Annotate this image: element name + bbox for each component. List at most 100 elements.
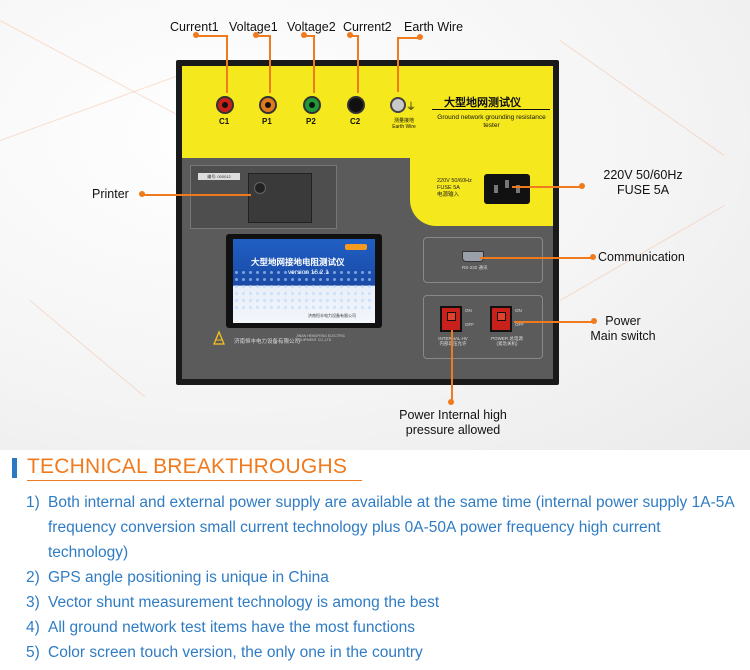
company-name-en: JINAN HENGFENG ELECTRIC EQUIPMENT CO.,LT… bbox=[296, 334, 346, 342]
power-label-en: POWER 总电源 bbox=[491, 336, 523, 341]
leader-power-switch bbox=[514, 321, 594, 323]
earth-label-en: Earth Wire bbox=[392, 124, 416, 130]
communication-panel bbox=[423, 237, 543, 283]
serial-tag: 编号: 000012 bbox=[198, 173, 240, 180]
earth-terminal-label: 测量接地 Earth Wire bbox=[384, 118, 424, 130]
earth-terminal[interactable] bbox=[390, 97, 406, 113]
internal-hv-label: INTERNAL HV 内部高压允许 bbox=[428, 336, 478, 346]
ground-icon: ⏚ bbox=[406, 102, 416, 113]
leader-voltage2 bbox=[304, 35, 314, 37]
leader-earth-wire bbox=[397, 37, 399, 92]
earth-label-cn: 测量接地 bbox=[393, 118, 414, 124]
leader-dot-current1 bbox=[193, 32, 199, 38]
jack-c2[interactable] bbox=[347, 96, 365, 114]
internal-hv-off: OFF bbox=[465, 322, 474, 327]
leader-dot-earth-wire bbox=[417, 34, 423, 40]
decor-line bbox=[559, 40, 725, 156]
leader-dot-printer bbox=[139, 191, 145, 197]
leader-dot-communication bbox=[590, 254, 596, 260]
internal-hv-switch[interactable] bbox=[440, 306, 462, 332]
list-item: 1) Both internal and external power supp… bbox=[26, 490, 736, 565]
power-socket[interactable] bbox=[484, 174, 530, 204]
fuse-text-fuse: FUSE 5A bbox=[437, 185, 460, 191]
leader-current1 bbox=[226, 35, 228, 93]
list-item-number: 5) bbox=[26, 644, 40, 661]
title-divider bbox=[432, 109, 550, 110]
jack-p2[interactable] bbox=[303, 96, 321, 114]
device-title-cn: 大型地网测试仪 bbox=[444, 97, 521, 109]
leader-dot-voltage1 bbox=[253, 32, 259, 38]
callout-earth-wire: Earth Wire bbox=[404, 20, 464, 34]
power-off: OFF bbox=[515, 322, 524, 327]
callout-internal-hv-line1: Power Internal high bbox=[399, 408, 507, 422]
internal-hv-label-en: INTERNAL HV bbox=[438, 336, 468, 341]
list-item: 4) All ground network test items have th… bbox=[26, 615, 736, 640]
leader-current2 bbox=[350, 35, 358, 37]
list-item: 3) Vector shunt measurement technology i… bbox=[26, 590, 736, 615]
callout-communication: Communication bbox=[598, 250, 685, 264]
company-logo-icon bbox=[213, 330, 225, 345]
leader-current2 bbox=[357, 35, 359, 93]
screen-title: 大型地网接地电阻测试仪 bbox=[251, 257, 345, 267]
decor-line bbox=[29, 300, 146, 398]
jack-c1[interactable] bbox=[216, 96, 234, 114]
socket-pin bbox=[516, 185, 520, 193]
leader-voltage1 bbox=[256, 35, 270, 37]
leader-dot-power-switch bbox=[591, 318, 597, 324]
callout-voltage1: Voltage1 bbox=[229, 20, 278, 34]
callout-power-switch-sub: Main switch bbox=[590, 329, 656, 343]
heading-accent-bar bbox=[12, 458, 17, 478]
jack-p1[interactable] bbox=[259, 96, 277, 114]
leader-power-input bbox=[512, 186, 582, 188]
leader-internal-hv bbox=[451, 330, 453, 402]
leader-dot-voltage2 bbox=[301, 32, 307, 38]
leader-dot-current2 bbox=[347, 32, 353, 38]
company-name-cn: 济南恒丰电力设备有限公司 bbox=[234, 339, 301, 345]
jack-c2-label: C2 bbox=[350, 117, 361, 126]
front-panel: C1 P1 P2 C2 ⏚ 测量接地 Earth Wire 大型地网测试仪 Gr… bbox=[182, 66, 553, 379]
list-item-number: 2) bbox=[26, 569, 40, 586]
list-item-text: Color screen touch version, the only one… bbox=[48, 644, 423, 661]
power-main-switch[interactable] bbox=[490, 306, 512, 332]
screen-dot-pattern bbox=[233, 269, 375, 309]
fuse-text-input: 电源输入 bbox=[437, 192, 460, 198]
screen-maker: 济南恒丰电力设备有限公司 bbox=[308, 313, 356, 318]
rs232-label: RS-232 通讯 bbox=[462, 265, 488, 270]
power-switch-label: POWER 总电源 (紧急关机) bbox=[480, 336, 534, 346]
list-item-text: Both internal and external power supply … bbox=[48, 494, 734, 561]
product-diagram: C1 P1 P2 C2 ⏚ 测量接地 Earth Wire 大型地网测试仪 Gr… bbox=[0, 0, 750, 450]
leader-printer bbox=[141, 194, 251, 196]
heading-underline bbox=[27, 480, 362, 481]
leader-current1 bbox=[196, 35, 227, 37]
list-item-number: 1) bbox=[26, 494, 40, 511]
fuse-text-voltage: 220V 50/60Hz bbox=[437, 178, 472, 184]
internal-hv-label-cn: 内部高压允许 bbox=[439, 341, 467, 346]
list-item-text: GPS angle positioning is unique in China bbox=[48, 569, 329, 586]
breakthrough-list: 1) Both internal and external power supp… bbox=[26, 490, 736, 665]
callout-printer: Printer bbox=[92, 187, 129, 201]
list-item-number: 3) bbox=[26, 594, 40, 611]
jack-c1-label: C1 bbox=[219, 117, 230, 126]
list-item: 5) Color screen touch version, the only … bbox=[26, 640, 736, 665]
fuse-rating-text: 220V 50/60Hz FUSE 5A 电源输入 bbox=[437, 178, 472, 199]
jack-p2-label: P2 bbox=[306, 117, 316, 126]
leader-voltage1 bbox=[269, 35, 271, 93]
touch-screen[interactable]: 大型地网接地电阻测试仪 version 16.2.1 济南恒丰电力设备有限公司 bbox=[233, 239, 375, 323]
tester-device: C1 P1 P2 C2 ⏚ 测量接地 Earth Wire 大型地网测试仪 Gr… bbox=[176, 60, 559, 385]
power-on: ON bbox=[515, 308, 522, 313]
jack-p1-label: P1 bbox=[262, 117, 272, 126]
callout-internal-hv: Power Internal high pressure allowed bbox=[383, 408, 523, 438]
printer[interactable] bbox=[248, 173, 312, 223]
callout-power-main-switch: Power Main switch bbox=[578, 314, 668, 344]
callout-power-switch-title: Power bbox=[605, 314, 641, 328]
power-label-cn: (紧急关机) bbox=[496, 341, 518, 346]
printer-feed-button[interactable] bbox=[254, 182, 266, 194]
section-heading: TECHNICAL BREAKTHROUGHS bbox=[27, 455, 348, 478]
callout-current2: Current2 bbox=[343, 20, 392, 34]
device-title-en: Ground network grounding resistance test… bbox=[437, 114, 546, 129]
socket-pin bbox=[505, 180, 509, 188]
rs232-port[interactable] bbox=[462, 251, 484, 262]
leader-dot-power-input bbox=[579, 183, 585, 189]
list-item-text: All ground network test items have the m… bbox=[48, 619, 416, 636]
internal-hv-on: ON bbox=[465, 308, 472, 313]
